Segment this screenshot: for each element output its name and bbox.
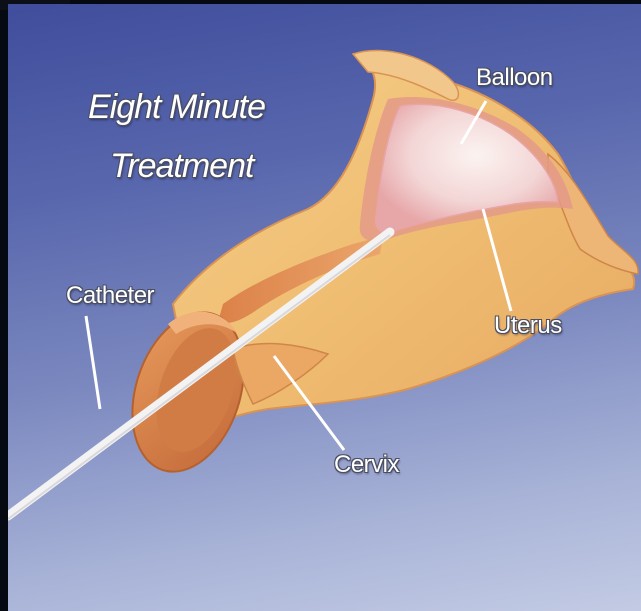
label-balloon: Balloon [476,64,553,92]
catheter-leader-line [86,316,100,409]
frame-border-left [0,0,8,611]
uterine-balloon-illustration: Eight Minute Treatment Balloon Uterus Ca… [8,4,641,611]
label-uterus: Uterus [494,312,562,340]
title-line-2: Treatment [110,147,253,186]
title-line-1: Eight Minute [88,88,265,127]
label-catheter: Catheter [66,282,154,310]
label-cervix: Cervix [334,451,399,479]
